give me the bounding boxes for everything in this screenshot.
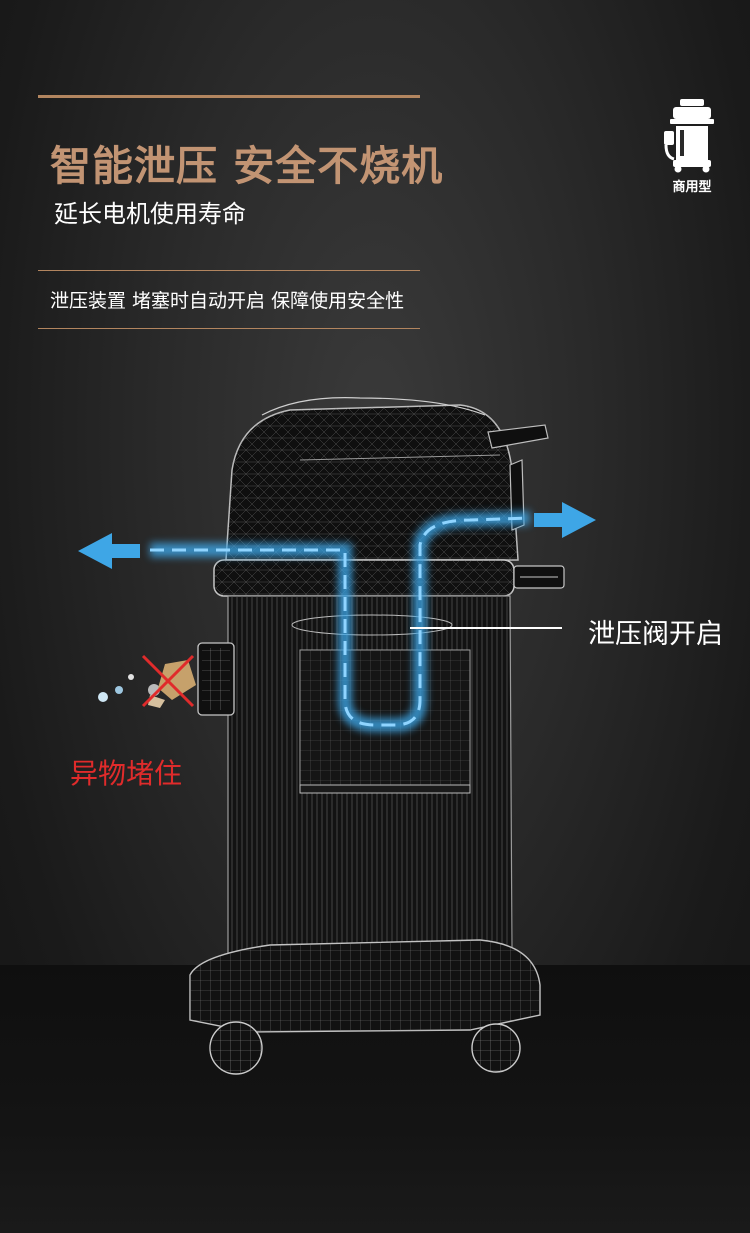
feature-divider-top — [38, 270, 420, 271]
subheadline: 延长电机使用寿命 — [54, 200, 246, 228]
blocked-x-icon — [141, 654, 195, 708]
exhaust-arrow-left — [78, 533, 140, 569]
motor-head — [225, 397, 519, 561]
vacuum-machine-icon — [664, 99, 714, 173]
caster-wheels — [209, 1021, 521, 1075]
vacuum-wireframe-diagram — [78, 397, 596, 1075]
commercial-badge: 商用型 — [664, 97, 720, 197]
valve-callout-label: 泄压阀开启 — [588, 619, 723, 650]
feature-text: 泄压装置 堵塞时自动开启 保障使用安全性 — [50, 290, 405, 312]
locking-ring — [213, 559, 565, 597]
inlet-port — [197, 642, 235, 716]
tank-body — [227, 595, 513, 961]
top-divider — [38, 95, 420, 98]
base — [189, 939, 541, 1033]
headline: 智能泄压 安全不烧机 — [50, 142, 444, 190]
valve-callout-line — [410, 627, 562, 629]
exhaust-arrow-right — [534, 502, 596, 538]
airflow-path — [150, 511, 531, 732]
feature-divider-bottom — [38, 328, 420, 329]
badge-label: 商用型 — [672, 180, 712, 195]
blocked-label: 异物堵住 — [70, 757, 183, 790]
